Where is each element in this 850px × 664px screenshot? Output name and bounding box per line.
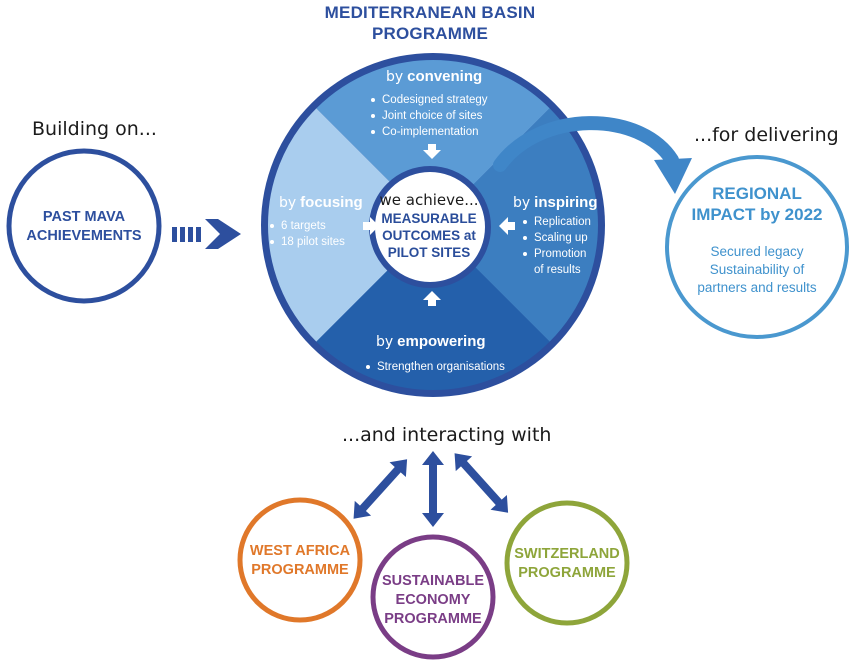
switzerland-circle <box>504 500 630 626</box>
convening-list: Codesigned strategy Joint choice of site… <box>369 92 487 140</box>
building-on-heading: Building on... <box>32 118 157 140</box>
west-africa-circle <box>237 497 363 623</box>
list-item: Strengthen organisations <box>364 359 505 375</box>
list-item: Promotion <box>521 246 591 262</box>
regional-impact-details: Secured legacy Sustainability of partner… <box>697 244 817 295</box>
regional-impact-circle <box>665 155 849 339</box>
empowering-list: Strengthen organisations <box>364 359 505 375</box>
interacting-heading: ...and interacting with <box>342 424 552 446</box>
list-item: Codesigned strategy <box>369 92 487 108</box>
sustainable-economy-label: SUSTAINABLE ECONOMY PROGRAMME <box>381 573 485 627</box>
delivering-arrow <box>493 116 679 172</box>
regional-impact-title: REGIONAL IMPACT by 2022 <box>691 184 823 224</box>
building-arrow <box>172 219 241 249</box>
interaction-arrows <box>353 451 509 527</box>
past-achievements-circle <box>6 148 162 304</box>
delivering-heading: ...for delivering <box>694 124 839 146</box>
switzerland-label: SWITZERLAND PROGRAMME <box>514 546 620 581</box>
inward-arrows <box>363 144 515 306</box>
focusing-list: 6 targets 18 pilot sites <box>268 218 345 250</box>
list-item: 18 pilot sites <box>268 234 345 250</box>
center-outcome-text: we achieve... MEASURABLE OUTCOMES at PIL… <box>379 191 479 260</box>
inspiring-list: Replication Scaling up Promotion of resu… <box>521 214 591 278</box>
list-item: Co-implementation <box>369 124 487 140</box>
list-item: Joint choice of sites <box>369 108 487 124</box>
list-item: 6 targets <box>268 218 345 234</box>
west-africa-label: WEST AFRICA PROGRAMME <box>249 543 351 578</box>
sustainable-economy-circle <box>370 534 496 660</box>
page-title: MEDITERRANEAN BASIN PROGRAMME <box>324 3 536 43</box>
list-item: Replication <box>521 214 591 230</box>
past-achievements-label: PAST MAVA ACHIEVEMENTS <box>26 209 142 244</box>
list-item: Scaling up <box>521 230 591 246</box>
list-item: of results <box>534 264 581 276</box>
